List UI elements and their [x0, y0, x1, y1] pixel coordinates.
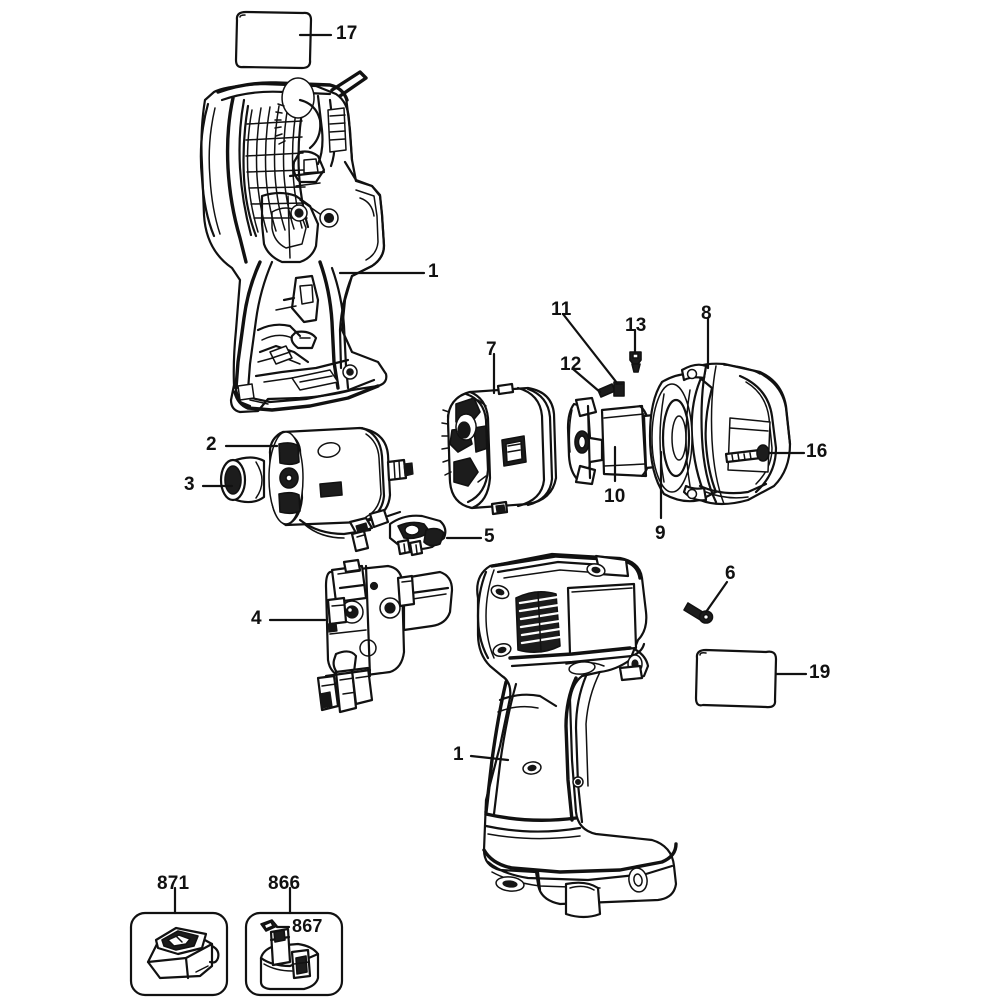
wire-terminal-clip [388, 514, 447, 557]
battery-clip [260, 919, 278, 932]
nameplate-label-right [694, 648, 778, 709]
callout-9: 9 [655, 523, 666, 544]
callout-2: 2 [206, 434, 217, 455]
screw-boss-b [319, 208, 339, 228]
gearbox-assembly [441, 382, 558, 516]
callout-867: 867 [292, 916, 323, 936]
gear-pocket [274, 77, 322, 150]
callout-13: 13 [625, 315, 647, 336]
callout-16: 16 [806, 441, 828, 462]
motor-end-cap [219, 456, 266, 504]
callout-4: 4 [251, 608, 262, 629]
leader-lines [173, 33, 808, 929]
assembled-tool-housing [476, 552, 678, 919]
callout-12: 12 [560, 354, 582, 375]
callout-19: 19 [809, 662, 831, 683]
housing-half-shell [199, 70, 388, 414]
callout-8: 8 [701, 303, 712, 324]
callout-6: 6 [725, 563, 736, 584]
hammer-cam-pin [597, 383, 616, 398]
callout-10: 10 [604, 486, 626, 507]
callout-11: 11 [551, 299, 572, 320]
motor-assembly [219, 426, 414, 553]
callout-7: 7 [486, 339, 497, 360]
trigger-switch-assembly [316, 558, 454, 714]
detent-ball-pin [629, 351, 642, 373]
switch-pivot-right [379, 597, 401, 619]
nameplate-label-left [234, 10, 313, 70]
callout-1-housing: 1 [428, 261, 439, 282]
callout-17: 17 [336, 23, 358, 44]
callout-866: 866 [268, 873, 301, 894]
battery-charger-box [129, 911, 229, 997]
vent-grille [515, 590, 562, 654]
retaining-pin [613, 381, 625, 397]
callout-5: 5 [484, 526, 495, 547]
screw-boss-a [290, 204, 308, 222]
callout-1-assembled: 1 [453, 744, 464, 765]
front-housing-case [648, 362, 792, 506]
housing-screw [724, 444, 770, 464]
callout-871: 871 [157, 873, 190, 894]
callout-3: 3 [184, 474, 195, 495]
battery-pack-box [244, 911, 344, 997]
roll-pin-screw [683, 602, 714, 624]
